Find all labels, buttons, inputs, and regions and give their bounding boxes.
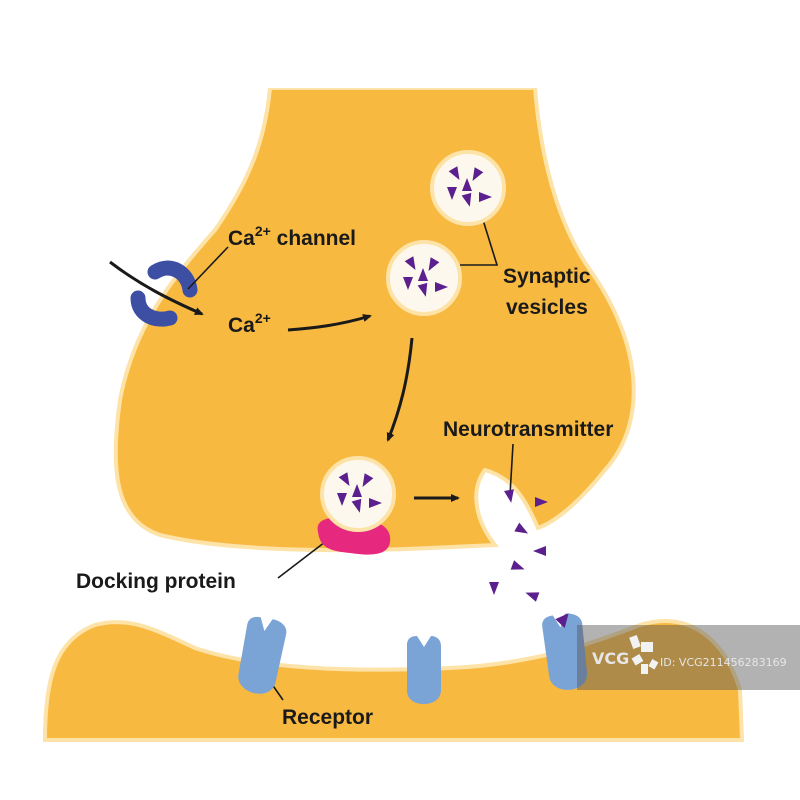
ca-influx-arrow bbox=[109, 260, 204, 316]
neurotransmitter-molecule bbox=[504, 489, 517, 504]
watermark-id: ID: VCG211456283169 bbox=[660, 656, 787, 669]
neurotransmitter-molecule bbox=[489, 582, 499, 595]
docking-protein-leader bbox=[277, 541, 326, 579]
label-ca-channel: Ca2+ channel bbox=[228, 223, 356, 250]
receptor bbox=[407, 636, 441, 704]
synaptic-vesicle bbox=[386, 240, 462, 316]
watermark-brand: VCG bbox=[592, 649, 629, 668]
neurotransmitter-leader bbox=[509, 443, 514, 496]
vesicles-leader bbox=[460, 219, 499, 266]
receptor bbox=[542, 613, 588, 690]
neurotransmitter-molecule bbox=[533, 546, 546, 556]
ca-channel bbox=[130, 260, 198, 327]
vcg-logo-icon bbox=[629, 634, 659, 674]
neurotransmitter-molecule bbox=[514, 522, 531, 538]
label-docking-protein: Docking protein bbox=[76, 570, 236, 593]
label-synaptic-vesicles-1: Synaptic bbox=[503, 265, 591, 288]
label-ca-ion: Ca2+ bbox=[228, 310, 271, 337]
label-neurotransmitter: Neurotransmitter bbox=[443, 418, 613, 441]
watermark: VCG ID: VCG211456283169 bbox=[577, 625, 800, 690]
bound-neurotransmitter bbox=[555, 613, 569, 628]
label-receptor: Receptor bbox=[282, 706, 373, 729]
ca-channel-leader bbox=[187, 246, 229, 290]
axon-opening bbox=[260, 70, 550, 88]
ca-to-vesicle-arrow bbox=[287, 314, 372, 332]
docked-vesicle bbox=[320, 456, 396, 532]
vesicle-migration-arrow bbox=[386, 337, 414, 442]
neurotransmitter-molecule bbox=[510, 560, 527, 575]
neurotransmitter-molecule bbox=[523, 587, 540, 602]
receptor bbox=[238, 616, 287, 694]
label-synaptic-vesicles-2: vesicles bbox=[506, 296, 588, 319]
synaptic-vesicle bbox=[430, 150, 506, 226]
